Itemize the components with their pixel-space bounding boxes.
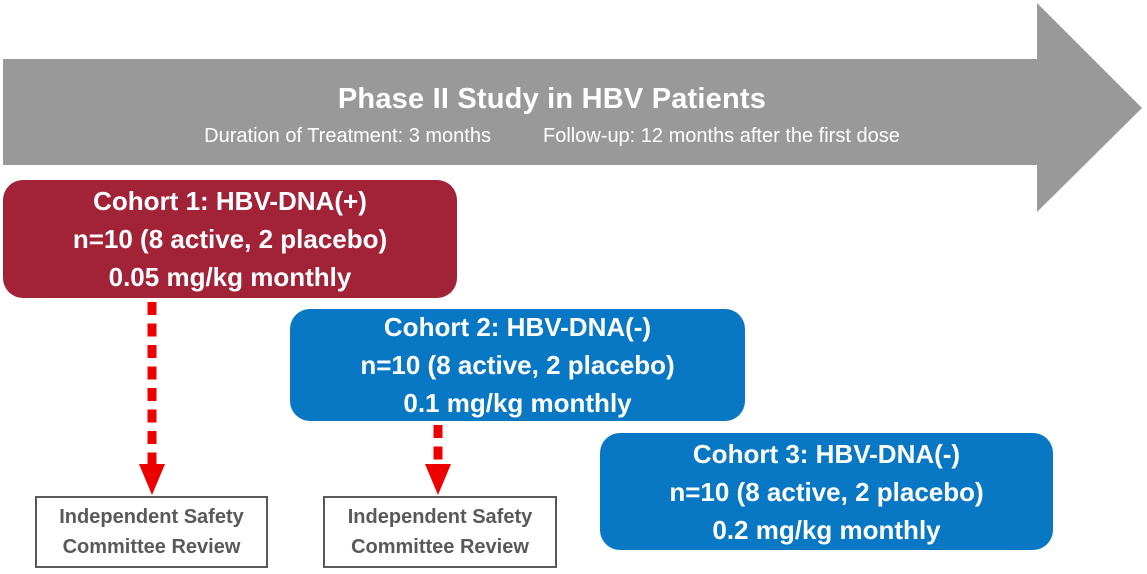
safety-review-box-1: Independent Safety Committee Review	[35, 496, 268, 568]
safety-review-1-line-2: Committee Review	[62, 536, 241, 558]
cohort-1-enrollment: n=10 (8 active, 2 placebo)	[72, 224, 388, 254]
banner-text: Phase II Study in HBV Patients Duration …	[0, 82, 1104, 149]
cohort-2-box: Cohort 2: HBV-DNA(-) n=10 (8 active, 2 p…	[290, 309, 745, 421]
timeline-arrow	[3, 3, 1142, 212]
cohort-3-title: Cohort 3: HBV-DNA(-)	[692, 438, 961, 469]
cohort-2-connector-arrowhead-icon	[425, 464, 451, 495]
cohort-3-dose: 0.2 mg/kg monthly	[712, 514, 941, 545]
safety-review-1-line-1: Independent Safety	[59, 506, 244, 528]
cohort-3-enrollment: n=10 (8 active, 2 placebo)	[669, 476, 984, 507]
cohort-2-title: Cohort 2: HBV-DNA(-)	[383, 312, 652, 342]
cohort-3-box: Cohort 3: HBV-DNA(-) n=10 (8 active, 2 p…	[600, 433, 1053, 550]
cohort-2-dose: 0.1 mg/kg monthly	[403, 388, 632, 418]
cohort-1-connector-arrowhead-icon	[139, 464, 165, 495]
study-subtitle: Duration of Treatment: 3 months Follow-u…	[0, 123, 1104, 149]
treatment-duration-text: Duration of Treatment: 3 months	[204, 125, 491, 147]
timeline-arrow-shape	[3, 3, 1142, 212]
cohort-2-enrollment: n=10 (8 active, 2 placebo)	[360, 350, 675, 380]
safety-review-2-line-1: Independent Safety	[347, 506, 533, 528]
cohort-1-dose: 0.05 mg/kg monthly	[108, 262, 352, 292]
safety-review-2-line-2: Committee Review	[351, 536, 529, 558]
study-title: Phase II Study in HBV Patients	[337, 83, 767, 115]
follow-up-text: Follow-up: 12 months after the first dos…	[542, 125, 900, 147]
safety-review-box-2: Independent Safety Committee Review	[323, 496, 557, 568]
cohort-1-title: Cohort 1: HBV-DNA(+)	[93, 186, 367, 216]
cohort-1-box: Cohort 1: HBV-DNA(+) n=10 (8 active, 2 p…	[3, 180, 457, 298]
